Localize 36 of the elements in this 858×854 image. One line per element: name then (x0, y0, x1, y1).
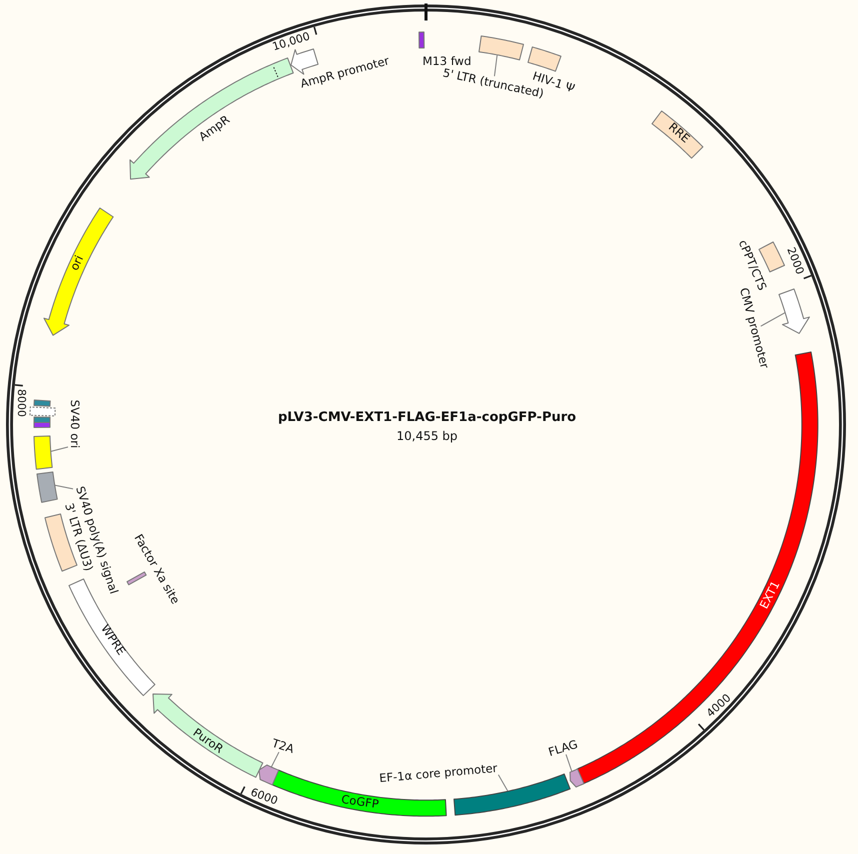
feature-label: SV40 ori (68, 400, 82, 448)
leader-line (494, 54, 498, 77)
feature-block (478, 35, 524, 62)
directional-feature (42, 206, 114, 336)
leader-line (54, 484, 74, 490)
feature-label: EF-1α core promoter (378, 760, 498, 786)
feature-block (33, 434, 54, 470)
tick-label: 8000 (14, 389, 28, 417)
directional-feature (258, 764, 280, 786)
directional-feature (129, 56, 295, 180)
leader-line (760, 312, 786, 327)
tick-label: 6000 (248, 786, 280, 808)
leader-line (498, 774, 509, 792)
feature-block (33, 416, 52, 424)
plasmid-size: 10,455 bp (396, 429, 458, 443)
feature-block (651, 110, 704, 160)
tick-label: 2000 (783, 245, 807, 277)
feature-block (36, 470, 58, 503)
leader-line (270, 752, 280, 768)
feature-block (526, 46, 562, 72)
site-mark (418, 31, 426, 50)
feature-label: FLAG (546, 736, 580, 760)
leader-line (50, 446, 68, 452)
plasmid-title: pLV3-CMV-EXT1-FLAG-EF1a-copGFP-Puro (278, 410, 576, 426)
leader-line (566, 754, 572, 772)
feature-name: CoGFP (340, 792, 380, 812)
directional-feature (778, 288, 810, 335)
tick-label: 10,000 (270, 30, 312, 54)
feature-label: T2A (270, 736, 296, 756)
site-mark (126, 570, 148, 586)
feature-label: M13 fwd (422, 54, 472, 68)
directional-feature (568, 768, 585, 788)
feature-block (33, 398, 52, 408)
feature-name: ori (68, 253, 86, 273)
feature-block (29, 406, 56, 416)
directional-feature (152, 693, 264, 778)
